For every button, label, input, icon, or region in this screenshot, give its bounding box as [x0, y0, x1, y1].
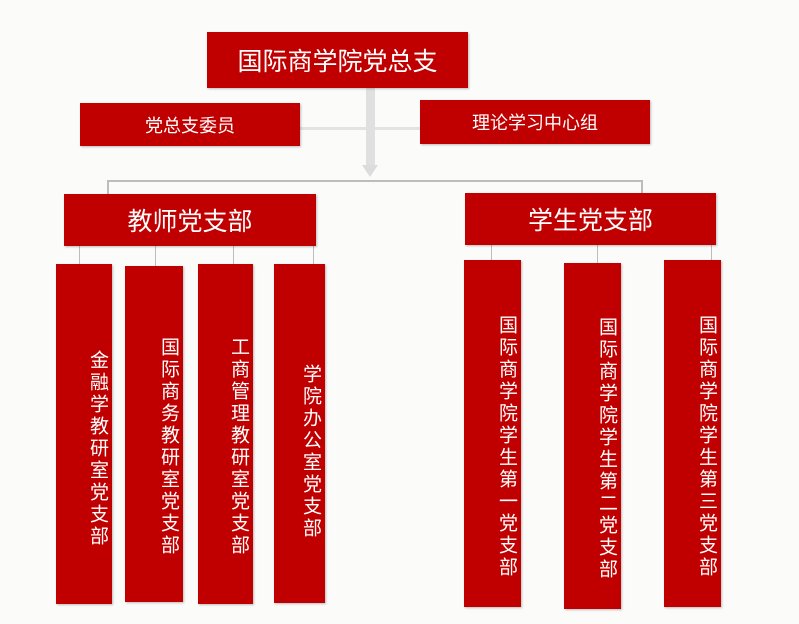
committee-node: 党总支委员 [80, 103, 300, 146]
teacher-sub-node: 金融学教研室党支部 [56, 264, 112, 604]
main-arrow-shaft [366, 88, 375, 168]
tick [597, 245, 598, 263]
study-group-node: 理论学习中心组 [420, 100, 650, 144]
committee-label: 党总支委员 [145, 115, 235, 137]
root-node: 国际商学院党总支 [207, 32, 468, 88]
bracket-left-tick [107, 180, 109, 194]
arrow-down-icon [362, 165, 378, 177]
tick [79, 246, 80, 264]
branch-label: 工商管理教研室党支部 [228, 337, 250, 557]
study-group-label: 理论学习中心组 [472, 113, 598, 134]
bracket-connector [107, 180, 643, 182]
teacher-branch-label: 教师党支部 [127, 207, 253, 236]
student-branch-node: 学生党支部 [465, 193, 716, 245]
branch-label: 国际商务教研室党支部 [158, 337, 180, 557]
bracket-right-tick [641, 180, 643, 194]
branch-label: 国际商学院学生第二党支部 [596, 317, 618, 581]
tick [491, 245, 492, 260]
tick [313, 246, 314, 264]
teacher-sub-node: 工商管理教研室党支部 [198, 264, 253, 604]
teacher-branch-node: 教师党支部 [64, 194, 316, 246]
teacher-sub-node: 国际商务教研室党支部 [125, 266, 183, 602]
student-sub-node: 国际商学院学生第一党支部 [464, 260, 521, 607]
teacher-sub-node: 学院办公室党支部 [274, 264, 325, 603]
tick [233, 246, 234, 264]
student-sub-node: 国际商学院学生第二党支部 [564, 263, 621, 609]
tick [155, 246, 156, 266]
student-branch-label: 学生党支部 [527, 206, 653, 235]
branch-label: 金融学教研室党支部 [87, 350, 109, 548]
branch-label: 国际商学院学生第一党支部 [496, 314, 518, 579]
root-label: 国际商学院党总支 [237, 47, 438, 76]
branch-label: 学院办公室党支部 [300, 363, 322, 540]
student-sub-node: 国际商学院学生第三党支部 [664, 260, 721, 607]
tick [711, 245, 712, 260]
branch-label: 国际商学院学生第三党支部 [696, 314, 718, 579]
side-connector [300, 127, 420, 130]
